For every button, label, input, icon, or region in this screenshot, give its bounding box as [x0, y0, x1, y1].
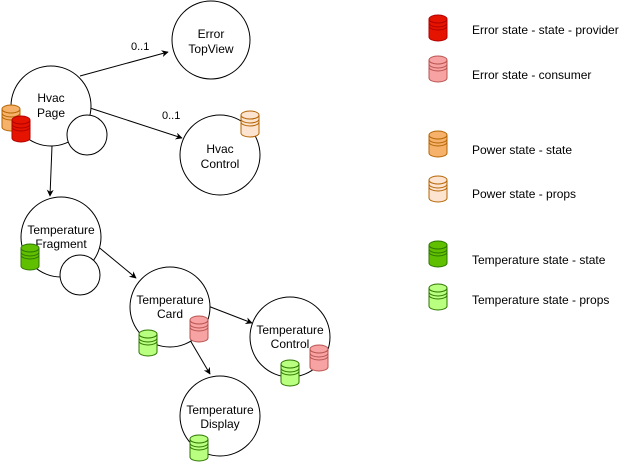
cylinder-icon	[309, 344, 329, 372]
node-error-topview-line1: Error	[198, 27, 225, 41]
node-temperature-fragment-line1: Temperature	[27, 223, 95, 237]
node-error-topview: Error TopView	[171, 0, 251, 80]
edge-page-to-fragment	[46, 145, 54, 197]
legend-item-power-state: Power state - state	[428, 130, 572, 158]
edge-card-to-tcontrol	[207, 305, 253, 324]
temperature-fragment-sub-circle	[59, 254, 101, 296]
cylinder-icon	[428, 175, 448, 203]
node-temperature-card-line2: Card	[157, 307, 183, 321]
legend-label: Temperature state - state	[472, 253, 606, 267]
legend-item-power-props: Power state - props	[428, 175, 576, 203]
cylinder-icon	[20, 243, 40, 271]
legend-item-temp-state: Temperature state - state	[428, 240, 606, 268]
node-temperature-display-line1: Temperature	[186, 403, 254, 417]
hvac-page-sub-circle	[66, 114, 108, 156]
node-temperature-card-line1: Temperature	[136, 293, 204, 307]
node-temperature-fragment-line2: Fragment	[35, 237, 87, 251]
cylinder-icon	[428, 130, 448, 158]
edge-page-to-error	[79, 50, 169, 77]
edge-card-to-display	[189, 339, 211, 375]
cylinder-icon	[428, 283, 448, 311]
node-hvac-control-line1: Hvac	[206, 142, 233, 156]
legend-item-error-provider: Error state - state - provider	[428, 14, 619, 42]
node-temperature-display-line2: Display	[200, 417, 239, 431]
legend-label: Power state - props	[472, 187, 576, 201]
node-hvac-control-line2: Control	[201, 157, 240, 171]
cylinder-icon	[138, 329, 158, 357]
node-error-topview-line2: TopView	[188, 42, 233, 56]
legend-label: Error state - consumer	[472, 68, 591, 82]
legend: Error state - state - provider Error sta…	[428, 14, 619, 311]
cylinder-icon	[189, 434, 209, 462]
cylinder-icon	[189, 315, 209, 343]
legend-label: Temperature state - props	[472, 293, 609, 307]
legend-item-error-consumer: Error state - consumer	[428, 55, 591, 83]
node-temperature-control-line2: Control	[271, 337, 310, 351]
edge-page-to-control	[89, 107, 183, 140]
cylinder-icon	[428, 55, 448, 83]
cylinder-icon	[240, 110, 260, 138]
cylinder-icon	[280, 359, 300, 387]
legend-item-temp-props: Temperature state - props	[428, 283, 609, 311]
node-temperature-control-line1: Temperature	[256, 323, 324, 337]
edge-label-page-to-error: 0..1	[131, 41, 149, 53]
node-hvac-page-line1: Hvac	[37, 91, 64, 105]
legend-label: Error state - state - provider	[472, 23, 619, 37]
node-hvac-page-line2: Page	[37, 106, 65, 120]
legend-label: Power state - state	[472, 143, 572, 157]
cylinder-icon	[428, 14, 448, 42]
cylinder-icon	[428, 240, 448, 268]
edge-label-page-to-control: 0..1	[162, 110, 180, 122]
cylinder-icon	[11, 115, 31, 143]
node-hvac-control: Hvac Control	[179, 114, 261, 196]
